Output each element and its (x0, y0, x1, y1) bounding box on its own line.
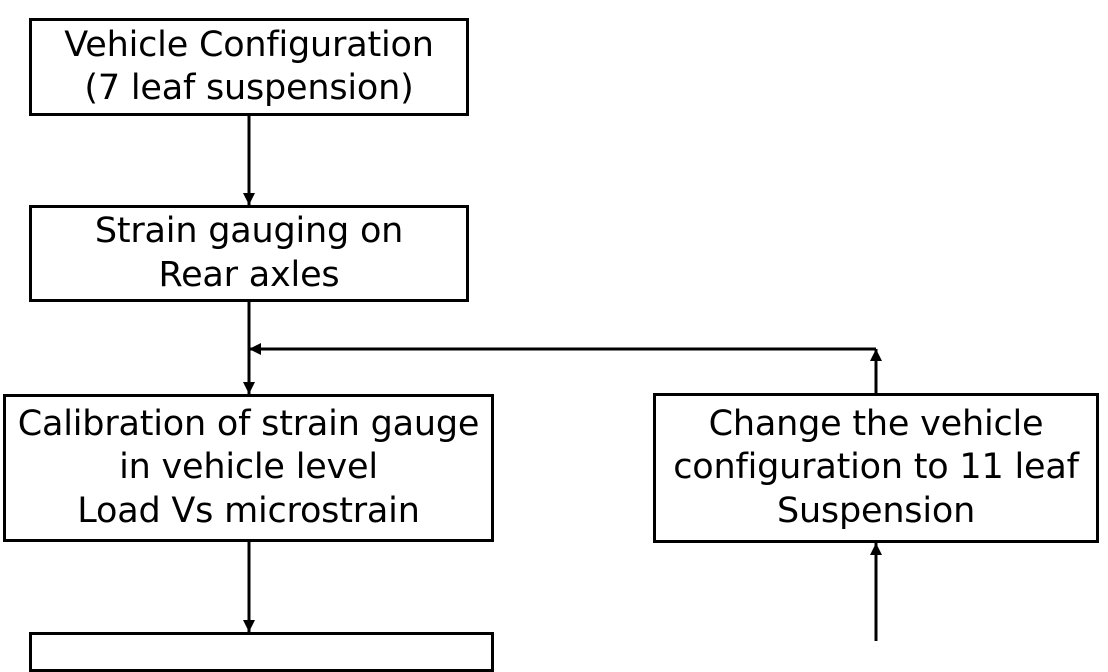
vehicle-configuration-box: Vehicle Configuration (7 leaf suspension… (29, 18, 469, 116)
calibration-line-1: Calibration of strain gauge (17, 403, 480, 444)
strain-gauging-line-2: Rear axles (158, 254, 340, 295)
strain-gauging-box: Strain gauging on Rear axles (29, 205, 469, 302)
vehicle-configuration-line-2: (7 leaf suspension) (84, 68, 414, 108)
next-step-box (29, 632, 494, 672)
change-configuration-line-3: Suspension (776, 490, 976, 531)
change-configuration-box: Change the vehicle configuration to 11 l… (653, 393, 1099, 543)
calibration-line-3: Load Vs microstrain (77, 490, 420, 531)
calibration-line-2: in vehicle level (119, 447, 378, 488)
vehicle-configuration-line-1: Vehicle Configuration (64, 24, 434, 65)
strain-gauging-line-1: Strain gauging on (94, 211, 404, 252)
connector-arrows (243, 116, 882, 641)
flowchart-canvas: Vehicle Configuration (7 leaf suspension… (3, 18, 1099, 672)
change-configuration-line-2: configuration to 11 leaf (673, 447, 1079, 488)
calibration-box: Calibration of strain gauge in vehicle l… (3, 394, 494, 542)
change-configuration-line-1: Change the vehicle (708, 403, 1044, 444)
